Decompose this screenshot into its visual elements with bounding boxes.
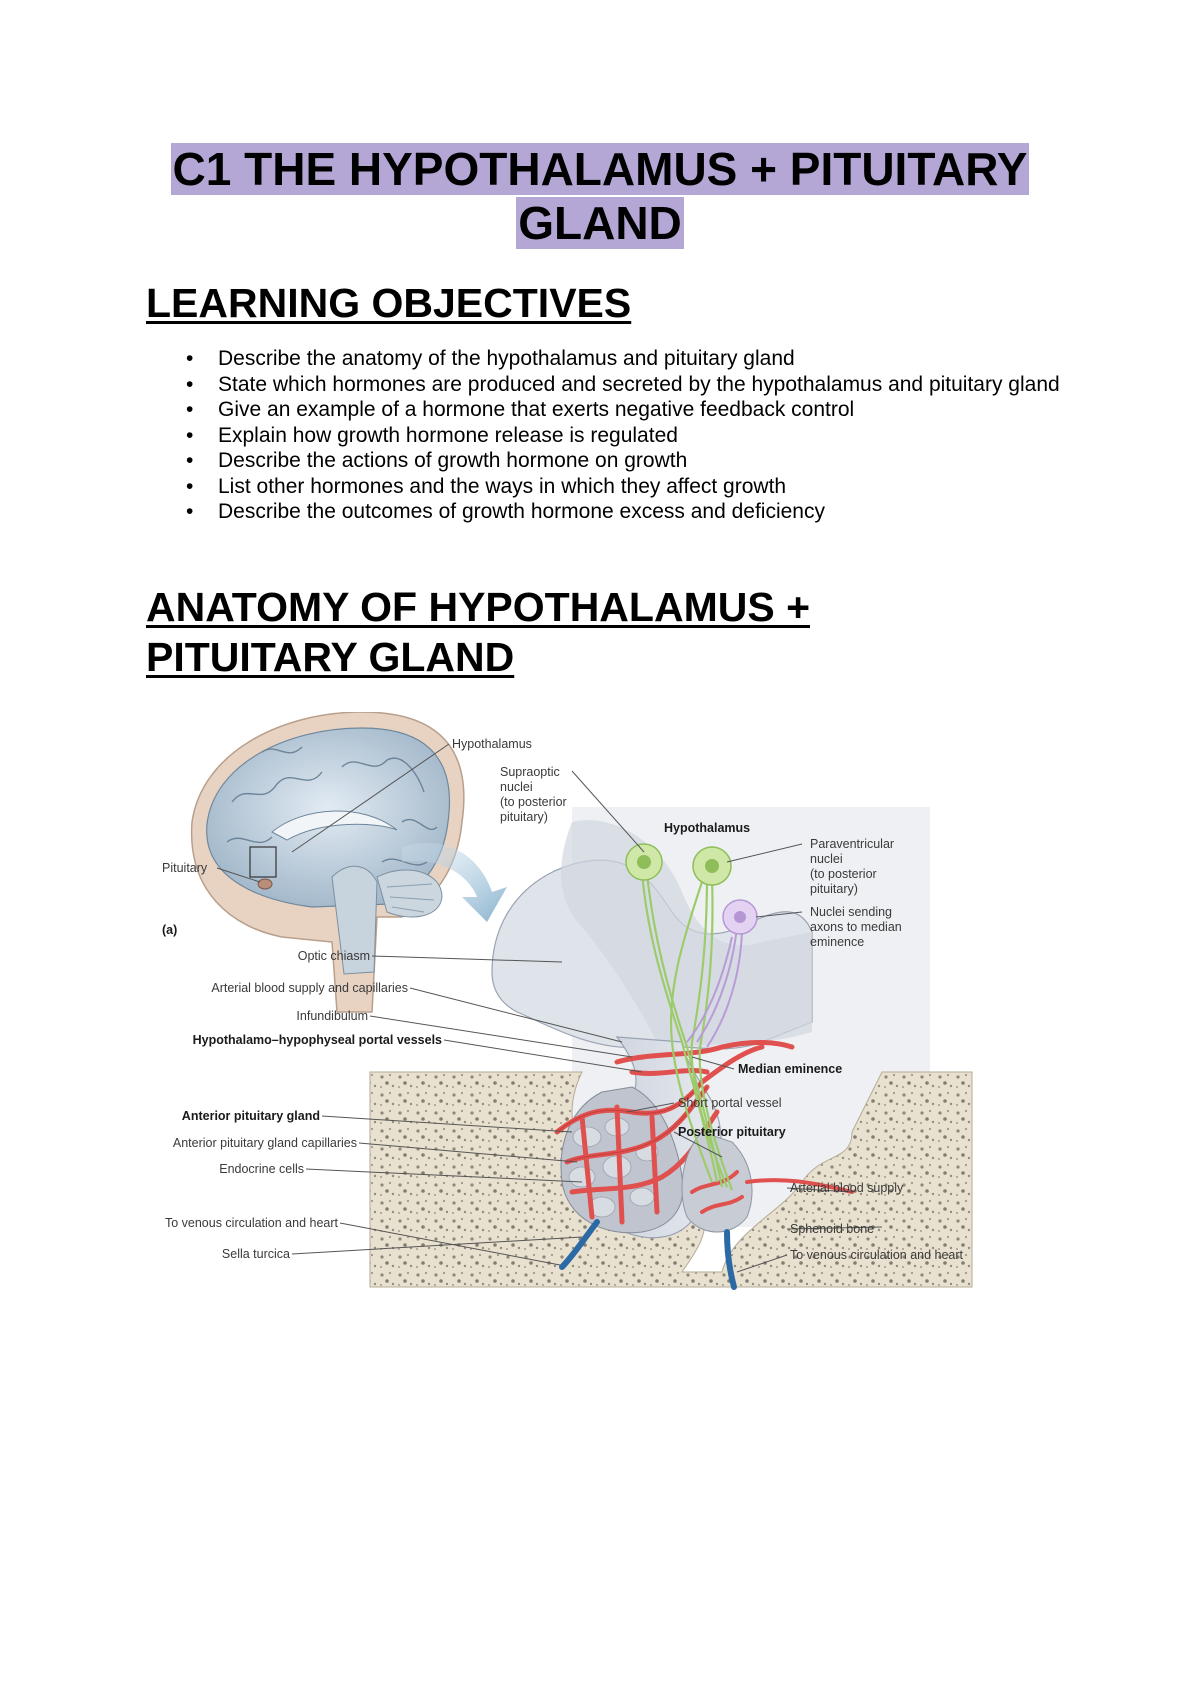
label-supraoptic-nuclei: pituitary): [500, 810, 548, 824]
label-leader-lines: [216, 743, 883, 1273]
label-hypothalamus-bold: Hypothalamus: [664, 821, 750, 835]
label-anterior-pituitary-gland: Anterior pituitary gland: [182, 1109, 320, 1123]
objective-item: Describe the actions of growth hormone o…: [146, 448, 1086, 474]
label-anterior-capillaries: Anterior pituitary gland capillaries: [173, 1136, 357, 1150]
label-paraventricular-nuclei: (to posterior: [810, 867, 877, 881]
label-paraventricular-nuclei: pituitary): [810, 882, 858, 896]
label-short-portal-vessel: Short portal vessel: [678, 1096, 782, 1110]
anatomy-heading-line-1: ANATOMY OF HYPOTHALAMUS +: [146, 584, 811, 630]
label-venous-circulation-left: To venous circulation and heart: [165, 1216, 339, 1230]
label-paraventricular-nuclei: nuclei: [810, 852, 843, 866]
panel-label: (a): [162, 923, 177, 937]
label-median-eminence: Median eminence: [738, 1062, 842, 1076]
label-hypothalamus: Hypothalamus: [452, 737, 532, 751]
label-sella-turcica: Sella turcica: [222, 1247, 290, 1261]
label-nuclei-sending-axons: axons to median: [810, 920, 902, 934]
objective-item: State which hormones are produced and se…: [146, 372, 1086, 398]
head-sagittal-section: [190, 712, 507, 1013]
label-sphenoid-bone: Sphenoid bone: [790, 1222, 874, 1236]
label-arterial-supply-capillaries: Arterial blood supply and capillaries: [211, 981, 408, 995]
objective-item: Describe the anatomy of the hypothalamus…: [146, 346, 1086, 372]
figure-labels: Hypothalamus Pituitary (a) Supraoptic nu…: [162, 737, 964, 1262]
objective-item: List other hormones and the ways in whic…: [146, 474, 1086, 500]
title-line-1: C1 THE HYPOTHALAMUS + PITUITARY: [170, 143, 1030, 195]
label-supraoptic-nuclei: Supraoptic: [500, 765, 560, 779]
label-portal-vessels: Hypothalamo–hypophyseal portal vessels: [193, 1033, 442, 1047]
label-nuclei-sending-axons: Nuclei sending: [810, 905, 892, 919]
label-arterial-blood-supply: Arterial blood supply: [790, 1181, 904, 1195]
hypothalamus-pituitary-figure: Hypothalamus Pituitary (a) Supraoptic nu…: [162, 712, 973, 1290]
objective-item: Give an example of a hormone that exerts…: [146, 397, 1086, 423]
label-nuclei-sending-axons: eminence: [810, 935, 864, 949]
supraoptic-nuclei: [625, 843, 663, 881]
anatomy-heading-line-2: PITUITARY GLAND: [146, 634, 515, 680]
document-title: C1 THE HYPOTHALAMUS + PITUITARY GLAND: [100, 142, 1100, 250]
label-posterior-pituitary: Posterior pituitary: [678, 1125, 786, 1139]
label-venous-circulation-right: To venous circulation and heart: [790, 1248, 964, 1262]
learning-objectives-heading: LEARNING OBJECTIVES: [146, 280, 632, 326]
label-paraventricular-nuclei: Paraventricular: [810, 837, 894, 851]
objective-item: Describe the outcomes of growth hormone …: [146, 499, 1086, 525]
label-pituitary: Pituitary: [162, 861, 208, 875]
learning-objectives-list: Describe the anatomy of the hypothalamus…: [146, 346, 1086, 525]
anatomy-heading: ANATOMY OF HYPOTHALAMUS + PITUITARY GLAN…: [146, 582, 810, 682]
objective-item: Explain how growth hormone release is re…: [146, 423, 1086, 449]
paraventricular-nuclei: [692, 846, 732, 886]
label-supraoptic-nuclei: nuclei: [500, 780, 533, 794]
label-optic-chiasm: Optic chiasm: [298, 949, 370, 963]
label-endocrine-cells: Endocrine cells: [219, 1162, 304, 1176]
label-supraoptic-nuclei: (to posterior: [500, 795, 567, 809]
label-infundibulum: Infundibulum: [296, 1009, 368, 1023]
pituitary-detail-section: [369, 807, 973, 1290]
median-eminence-nuclei: [722, 899, 758, 935]
title-line-2: GLAND: [516, 197, 684, 249]
